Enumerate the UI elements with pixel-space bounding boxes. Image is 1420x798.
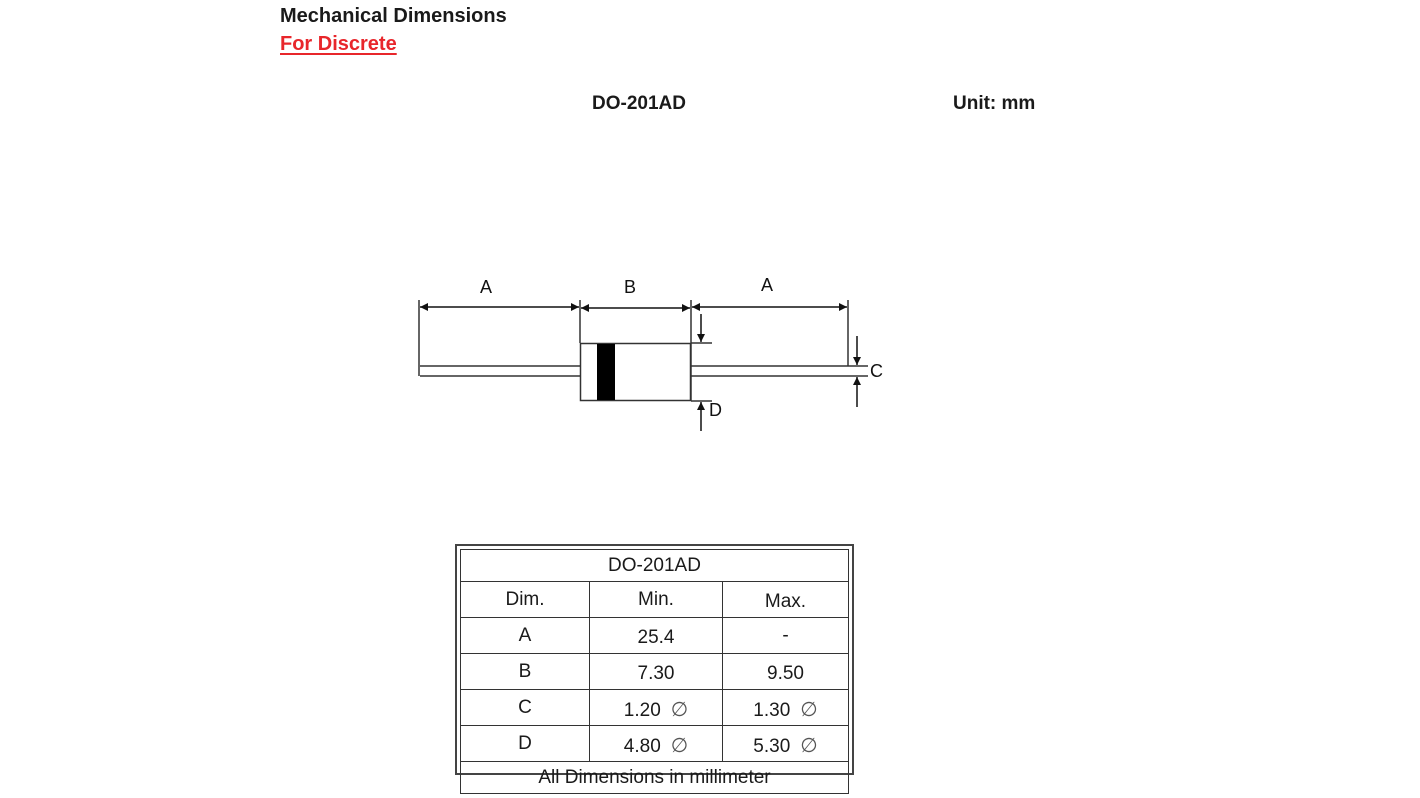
table-title: DO-201AD — [460, 549, 849, 582]
diameter-icon: ∅ — [670, 699, 689, 721]
cathode-band — [597, 344, 615, 400]
diode-body — [420, 342, 848, 402]
cell-dim: B — [460, 653, 590, 690]
svg-text:A: A — [761, 275, 773, 295]
cell-min: 1.20∅ — [589, 689, 723, 726]
svg-text:A: A — [480, 277, 492, 297]
table-row: A 25.4 - — [460, 617, 849, 654]
svg-text:C: C — [870, 361, 883, 381]
cell-max: 5.30∅ — [722, 725, 849, 762]
header-min: Min. — [589, 581, 723, 618]
dimension-a-left: A — [420, 277, 579, 311]
svg-text:B: B — [624, 277, 636, 297]
cell-min: 7.30 — [589, 653, 723, 690]
table-footer-row: All Dimensions in millimeter — [460, 761, 849, 794]
diameter-icon: ∅ — [800, 735, 818, 757]
dimension-d: D — [691, 314, 722, 431]
diameter-icon: ∅ — [670, 735, 689, 757]
table-footer: All Dimensions in millimeter — [460, 761, 849, 794]
dimension-c: C — [848, 336, 883, 407]
diameter-icon: ∅ — [800, 699, 818, 721]
header-dim: Dim. — [460, 581, 590, 618]
table-header-row: Dim. Min. Max. — [460, 581, 849, 618]
header-max: Max. — [722, 581, 849, 618]
cell-dim: C — [460, 689, 590, 726]
cell-dim: D — [460, 725, 590, 762]
cell-min: 4.80∅ — [589, 725, 723, 762]
for-discrete-link[interactable]: For Discrete — [280, 33, 397, 55]
package-name: DO-201AD — [592, 93, 686, 114]
cell-max: 9.50 — [722, 653, 849, 690]
table-row: C 1.20∅ 1.30∅ — [460, 689, 849, 726]
dimension-b: B — [581, 277, 690, 312]
cell-min: 25.4 — [589, 617, 723, 654]
table-row: B 7.30 9.50 — [460, 653, 849, 690]
cell-dim: A — [460, 617, 590, 654]
unit-label: Unit: mm — [953, 93, 1036, 114]
svg-text:D: D — [709, 400, 722, 420]
cell-max: - — [722, 617, 849, 654]
table-title-row: DO-201AD — [460, 549, 849, 582]
cell-max: 1.30∅ — [722, 689, 849, 726]
section-title: Mechanical Dimensions — [280, 5, 507, 27]
table-row: D 4.80∅ 5.30∅ — [460, 725, 849, 762]
dimension-table: DO-201AD Dim. Min. Max. A 25.4 - B 7.30 … — [455, 544, 854, 794]
dimension-a-right: A — [692, 275, 847, 311]
